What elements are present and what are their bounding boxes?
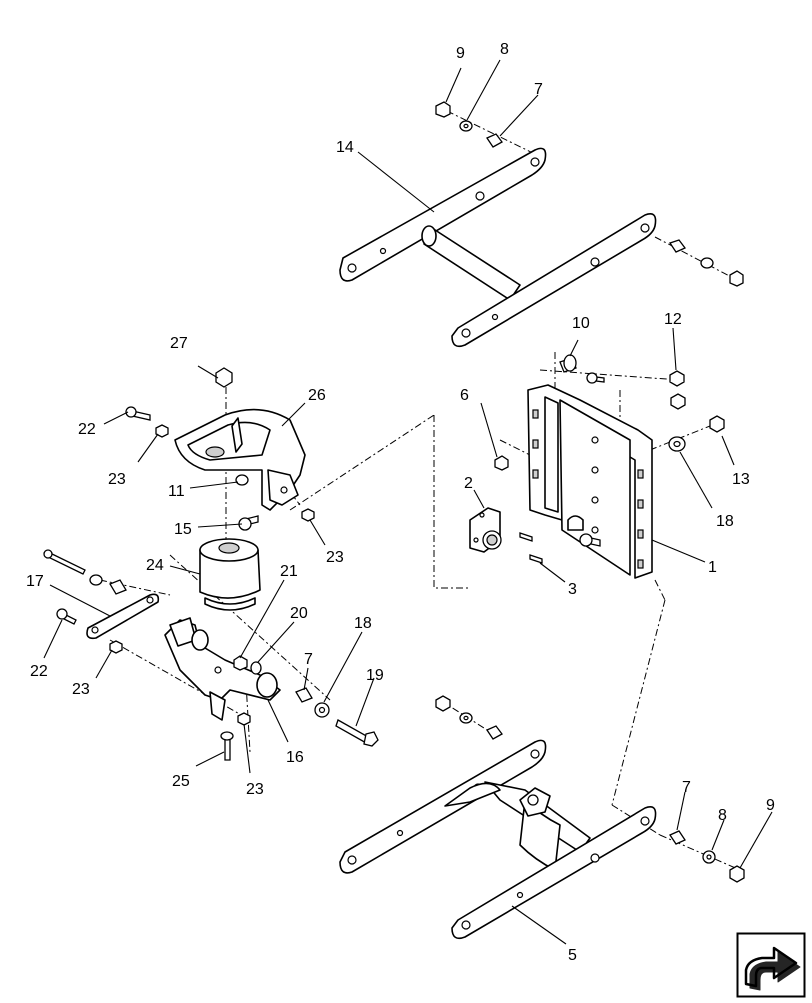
- callout-16: 16: [286, 749, 304, 766]
- nut-23-left: [109, 640, 123, 654]
- callout-9-bottom: 9: [766, 797, 775, 814]
- callout-3: 3: [568, 581, 577, 598]
- bushing-7-bottom: [669, 830, 686, 845]
- callout-7-bottom: 7: [682, 779, 691, 796]
- bolt-25: [224, 737, 231, 761]
- nut-21: [233, 655, 248, 671]
- nut-27: [215, 367, 233, 388]
- callouts: 9 8 7 14 10 12 6 13 18 2 3 1 27 26 22 23…: [26, 41, 775, 964]
- callout-22-top: 22: [78, 421, 96, 438]
- next-page-arrow-icon: [736, 932, 806, 998]
- callout-22-left: 22: [30, 663, 48, 680]
- screw-3-b: [529, 554, 543, 564]
- nut-right: [729, 270, 744, 287]
- upper-link-assembly: [339, 101, 744, 348]
- callout-23-top: 23: [108, 471, 126, 488]
- pin-11: [235, 474, 249, 486]
- link-bar-17: [86, 593, 160, 640]
- bushing-right: [668, 239, 687, 253]
- callout-7-mid: 7: [304, 651, 313, 668]
- callout-23-bottom: 23: [246, 781, 264, 798]
- seat-mount-26: [125, 367, 315, 531]
- mounting-bracket: [527, 384, 653, 579]
- lower-link-assembly: [339, 695, 745, 940]
- callout-18-top: 18: [716, 513, 734, 530]
- callout-8-top: 8: [500, 41, 509, 58]
- callout-26: 26: [308, 387, 326, 404]
- washer-20: [250, 661, 262, 675]
- nut-23-bottom: [237, 712, 251, 726]
- callout-10: 10: [572, 315, 590, 332]
- callout-2: 2: [464, 475, 473, 492]
- callout-13: 13: [732, 471, 750, 488]
- callout-15: 15: [174, 521, 192, 538]
- lower-left-parts: [43, 549, 379, 761]
- nut-6: [494, 455, 509, 471]
- callout-25: 25: [172, 773, 190, 790]
- callout-1: 1: [708, 559, 717, 576]
- callout-5: 5: [568, 947, 577, 964]
- nut-13: [709, 415, 725, 433]
- callout-23-right: 23: [326, 549, 344, 566]
- bushing-7-mid: [295, 687, 313, 703]
- callout-17: 17: [26, 573, 44, 590]
- callout-8-bottom: 8: [718, 807, 727, 824]
- nut-9-top: [435, 101, 451, 118]
- washer-right: [700, 257, 714, 269]
- screw-3-a: [519, 532, 533, 542]
- nut-12: [669, 370, 685, 387]
- callout-19: 19: [366, 667, 384, 684]
- callout-18-mid: 18: [354, 615, 372, 632]
- damper-24: [199, 538, 261, 611]
- callout-20: 20: [290, 605, 308, 622]
- bracket-fasteners: [469, 354, 725, 564]
- bushing-7-top: [486, 133, 503, 148]
- callout-12: 12: [664, 311, 682, 328]
- callout-6: 6: [460, 387, 469, 404]
- callout-23-left: 23: [72, 681, 90, 698]
- callout-11: 11: [168, 483, 185, 500]
- leader-lines: [43, 59, 773, 945]
- nut-9-bottom: [729, 865, 745, 883]
- callout-7-top: 7: [534, 81, 543, 98]
- nut-23-right: [301, 508, 315, 522]
- callout-24: 24: [146, 557, 164, 574]
- callout-14: 14: [336, 139, 354, 156]
- callout-27: 27: [170, 335, 188, 352]
- callout-9-top: 9: [456, 45, 465, 62]
- callout-21: 21: [280, 563, 298, 580]
- next-page-button[interactable]: [736, 932, 806, 998]
- nut-23-top: [155, 424, 169, 438]
